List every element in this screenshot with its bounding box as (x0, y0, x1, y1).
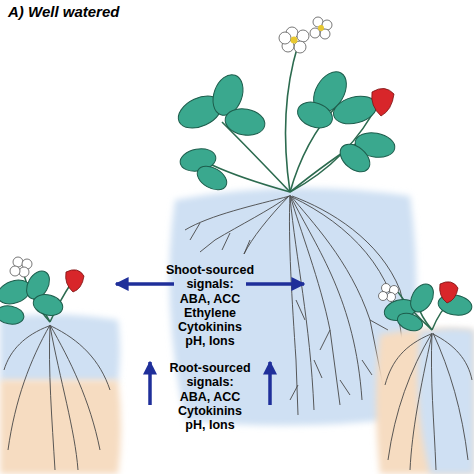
root-system (385, 333, 472, 470)
signal-item: ABA, ACC (140, 390, 280, 404)
signal-item: Ethylene (140, 306, 280, 320)
signal-item: Cytokinins (140, 404, 280, 418)
plant-leaves (173, 66, 397, 195)
signal-item: Cytokinins (140, 320, 280, 334)
plant-stems (22, 268, 72, 322)
flower (379, 284, 399, 302)
dry-soil (0, 380, 121, 474)
flower (10, 257, 32, 277)
plant-leaves (0, 267, 65, 326)
strawberry-fruit (66, 270, 84, 292)
dry-soil (376, 328, 474, 474)
signal-item: pH, Ions (140, 418, 280, 432)
flower (279, 17, 332, 53)
wet-soil (418, 328, 474, 474)
diagram-title: A) Well watered (8, 3, 119, 21)
signal-item: ABA, ACC (140, 292, 280, 306)
plant-stems (212, 45, 380, 192)
root-system (4, 325, 110, 470)
strawberry-fruit (372, 88, 394, 116)
plant-leaves (382, 280, 474, 334)
signal-heading: Shoot-sourced signals: (157, 263, 263, 291)
strawberry-fruit (440, 282, 458, 303)
signal-item: pH, Ions (140, 334, 280, 348)
signal-arrow (116, 284, 304, 405)
signal-heading: Root-sourced signals: (160, 361, 260, 389)
